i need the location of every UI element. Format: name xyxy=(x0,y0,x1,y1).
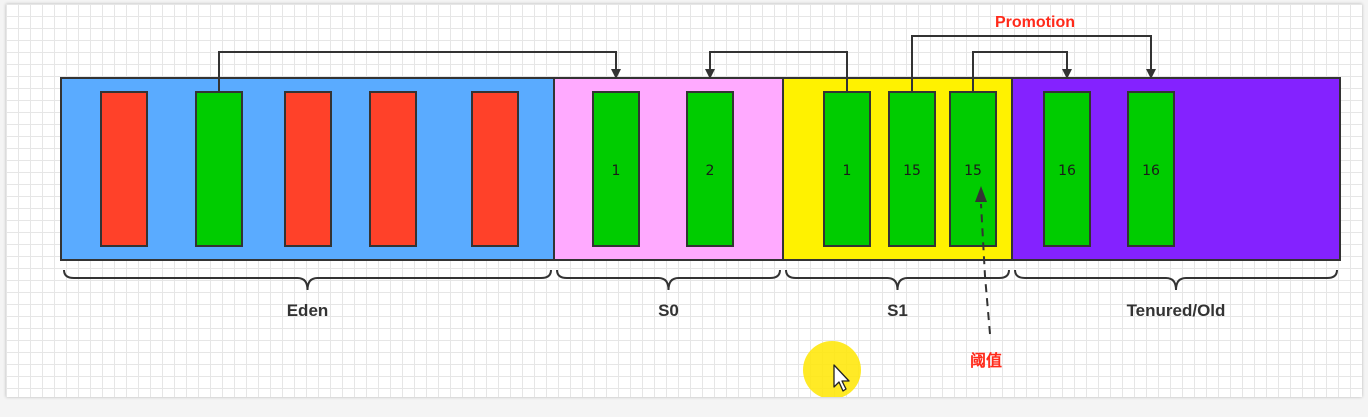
region-s0 xyxy=(553,77,784,261)
object-block-live xyxy=(1043,91,1091,247)
diagram-canvas: 1 2 1 15 15 16 16 Eden S0 S1 Tenured/Old Promotio… xyxy=(6,4,1362,397)
move-arrow xyxy=(911,35,1156,92)
object-block-dead xyxy=(100,91,148,247)
object-age-label: 15 xyxy=(964,163,982,179)
region-label-s1: S1 xyxy=(887,301,908,320)
object-block-live xyxy=(686,91,734,247)
promotion-label: Promotion xyxy=(995,14,1075,31)
region-label-eden: Eden xyxy=(287,301,329,320)
object-block-live xyxy=(1127,91,1175,247)
threshold-arrow xyxy=(980,203,991,335)
generational-heap-diagram: 1 2 1 15 15 16 16 Eden S0 S1 Tenured/Old Promotio… xyxy=(60,14,1341,397)
brace-eden xyxy=(63,269,552,291)
object-age-label: 16 xyxy=(1142,163,1160,179)
brace-s0 xyxy=(556,269,781,291)
region-label-s0: S0 xyxy=(658,301,679,320)
object-age-label: 1 xyxy=(612,163,621,179)
object-age-label: 1 xyxy=(843,163,852,179)
object-block-dead xyxy=(471,91,519,247)
cursor-highlight xyxy=(803,341,861,397)
object-block-live xyxy=(592,91,640,247)
object-age-label: 2 xyxy=(706,163,715,179)
object-block-live xyxy=(195,91,243,247)
object-block-dead xyxy=(369,91,417,247)
threshold-arrowhead xyxy=(975,186,987,202)
move-arrow xyxy=(218,51,621,92)
object-block-dead xyxy=(284,91,332,247)
object-block-live xyxy=(949,91,997,247)
brace-old xyxy=(1014,269,1338,291)
brace-s1 xyxy=(785,269,1010,291)
move-arrow xyxy=(705,51,848,92)
region-label-old: Tenured/Old xyxy=(1127,301,1226,320)
object-age-label: 16 xyxy=(1058,163,1076,179)
object-age-label: 15 xyxy=(903,163,921,179)
mouse-pointer-icon xyxy=(833,364,850,392)
threshold-label: 阈值 xyxy=(970,351,1002,370)
object-block-live xyxy=(888,91,936,247)
object-block-live xyxy=(823,91,871,247)
move-arrow xyxy=(972,51,1072,92)
